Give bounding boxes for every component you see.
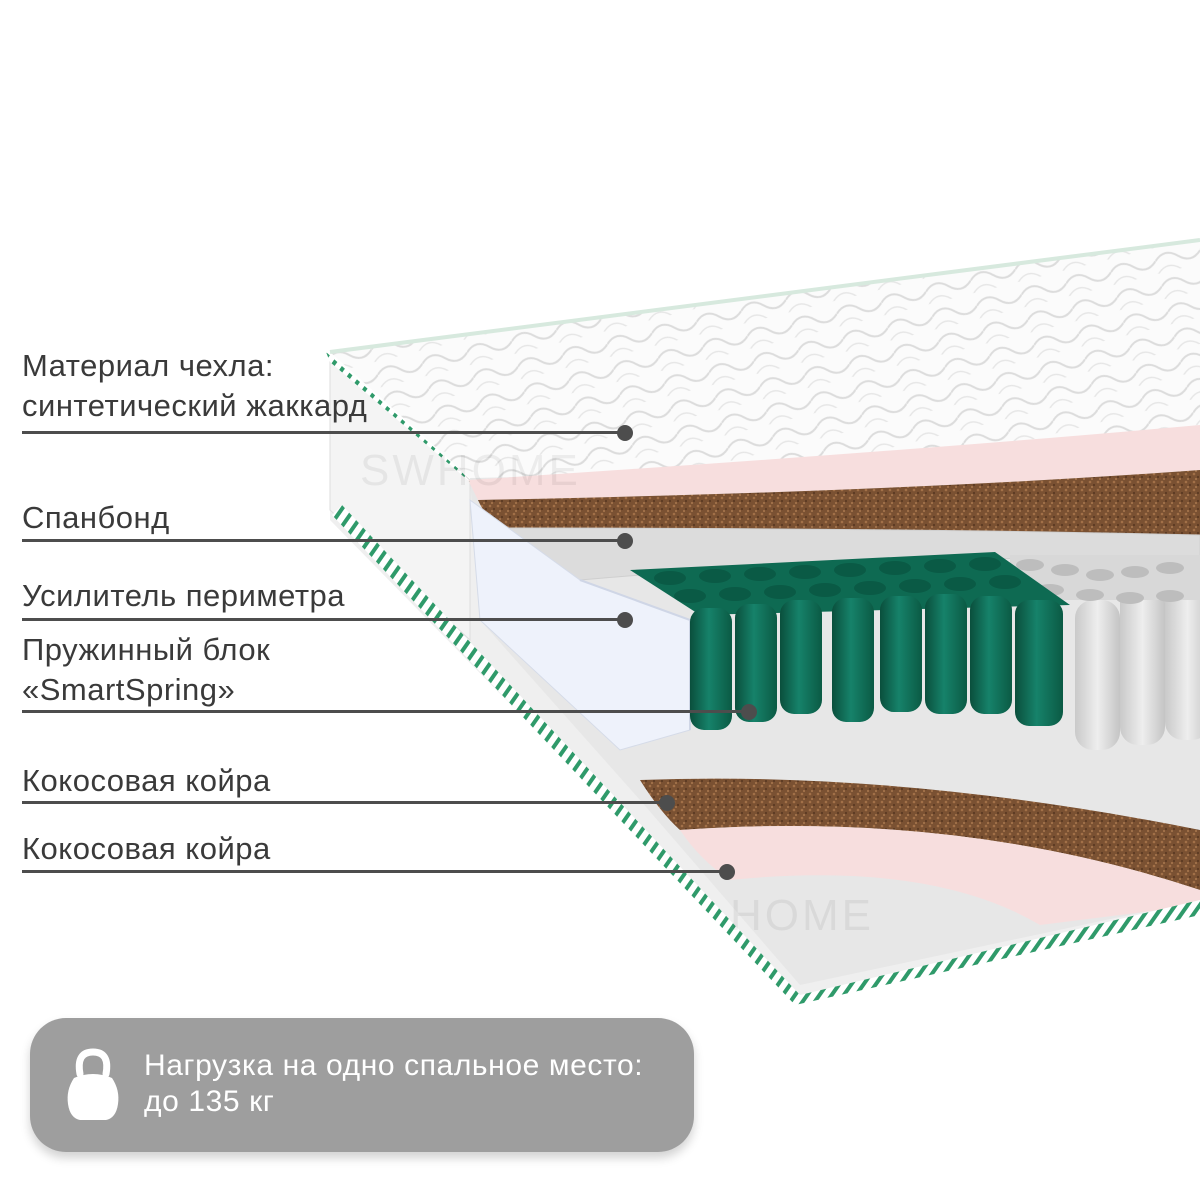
- leader-line-perimeter: [22, 618, 626, 621]
- leader-dot-coir-top: [659, 795, 675, 811]
- watermark-bottom: HOME: [730, 891, 874, 940]
- leader-dot-coir-bottom: [719, 864, 735, 880]
- load-capacity-line2: до 135 кг: [144, 1085, 275, 1118]
- leader-dot-cover: [617, 425, 633, 441]
- quilted-top: [330, 240, 1200, 478]
- label-spunbond: Спанбонд: [22, 500, 170, 535]
- label-cover-line1: Материал чехла:: [22, 348, 274, 383]
- leader-dot-perimeter: [617, 612, 633, 628]
- leader-line-coir-top: [22, 801, 668, 804]
- watermark-top: SWHOME: [360, 446, 581, 495]
- label-spring-block-line2: «SmartSpring»: [22, 672, 236, 707]
- leader-dot-spunbond: [617, 533, 633, 549]
- pink-foam-top: [468, 425, 1200, 500]
- leader-line-coir-bottom: [22, 870, 728, 873]
- coir-top-layer: [478, 470, 1200, 535]
- leader-line-spring-block: [22, 710, 750, 713]
- label-spring-block-line1: Пружинный блок: [22, 632, 271, 667]
- kettlebell-icon: [67, 1048, 119, 1120]
- load-capacity-text: Нагрузка на одно спальное место: до 135 …: [144, 1048, 643, 1120]
- green-springs: [690, 594, 1063, 730]
- load-capacity-badge: Нагрузка на одно спальное место: до 135 …: [30, 1018, 694, 1152]
- load-capacity-line1: Нагрузка на одно спальное место:: [144, 1049, 644, 1082]
- grey-springs: [1010, 555, 1200, 750]
- coir-bottom-layer: [640, 778, 1200, 890]
- label-perimeter: Усилитель периметра: [22, 578, 346, 613]
- pink-foam-bottom: [680, 826, 1200, 925]
- top-piping: [326, 352, 470, 482]
- label-coir-bottom: Кокосовая койра: [22, 831, 271, 866]
- leader-line-cover: [22, 431, 626, 434]
- leader-line-spunbond: [22, 539, 626, 542]
- label-coir-top: Кокосовая койра: [22, 763, 271, 798]
- label-cover-line2: синтетический жаккард: [22, 388, 368, 423]
- leader-dot-spring-block: [741, 704, 757, 720]
